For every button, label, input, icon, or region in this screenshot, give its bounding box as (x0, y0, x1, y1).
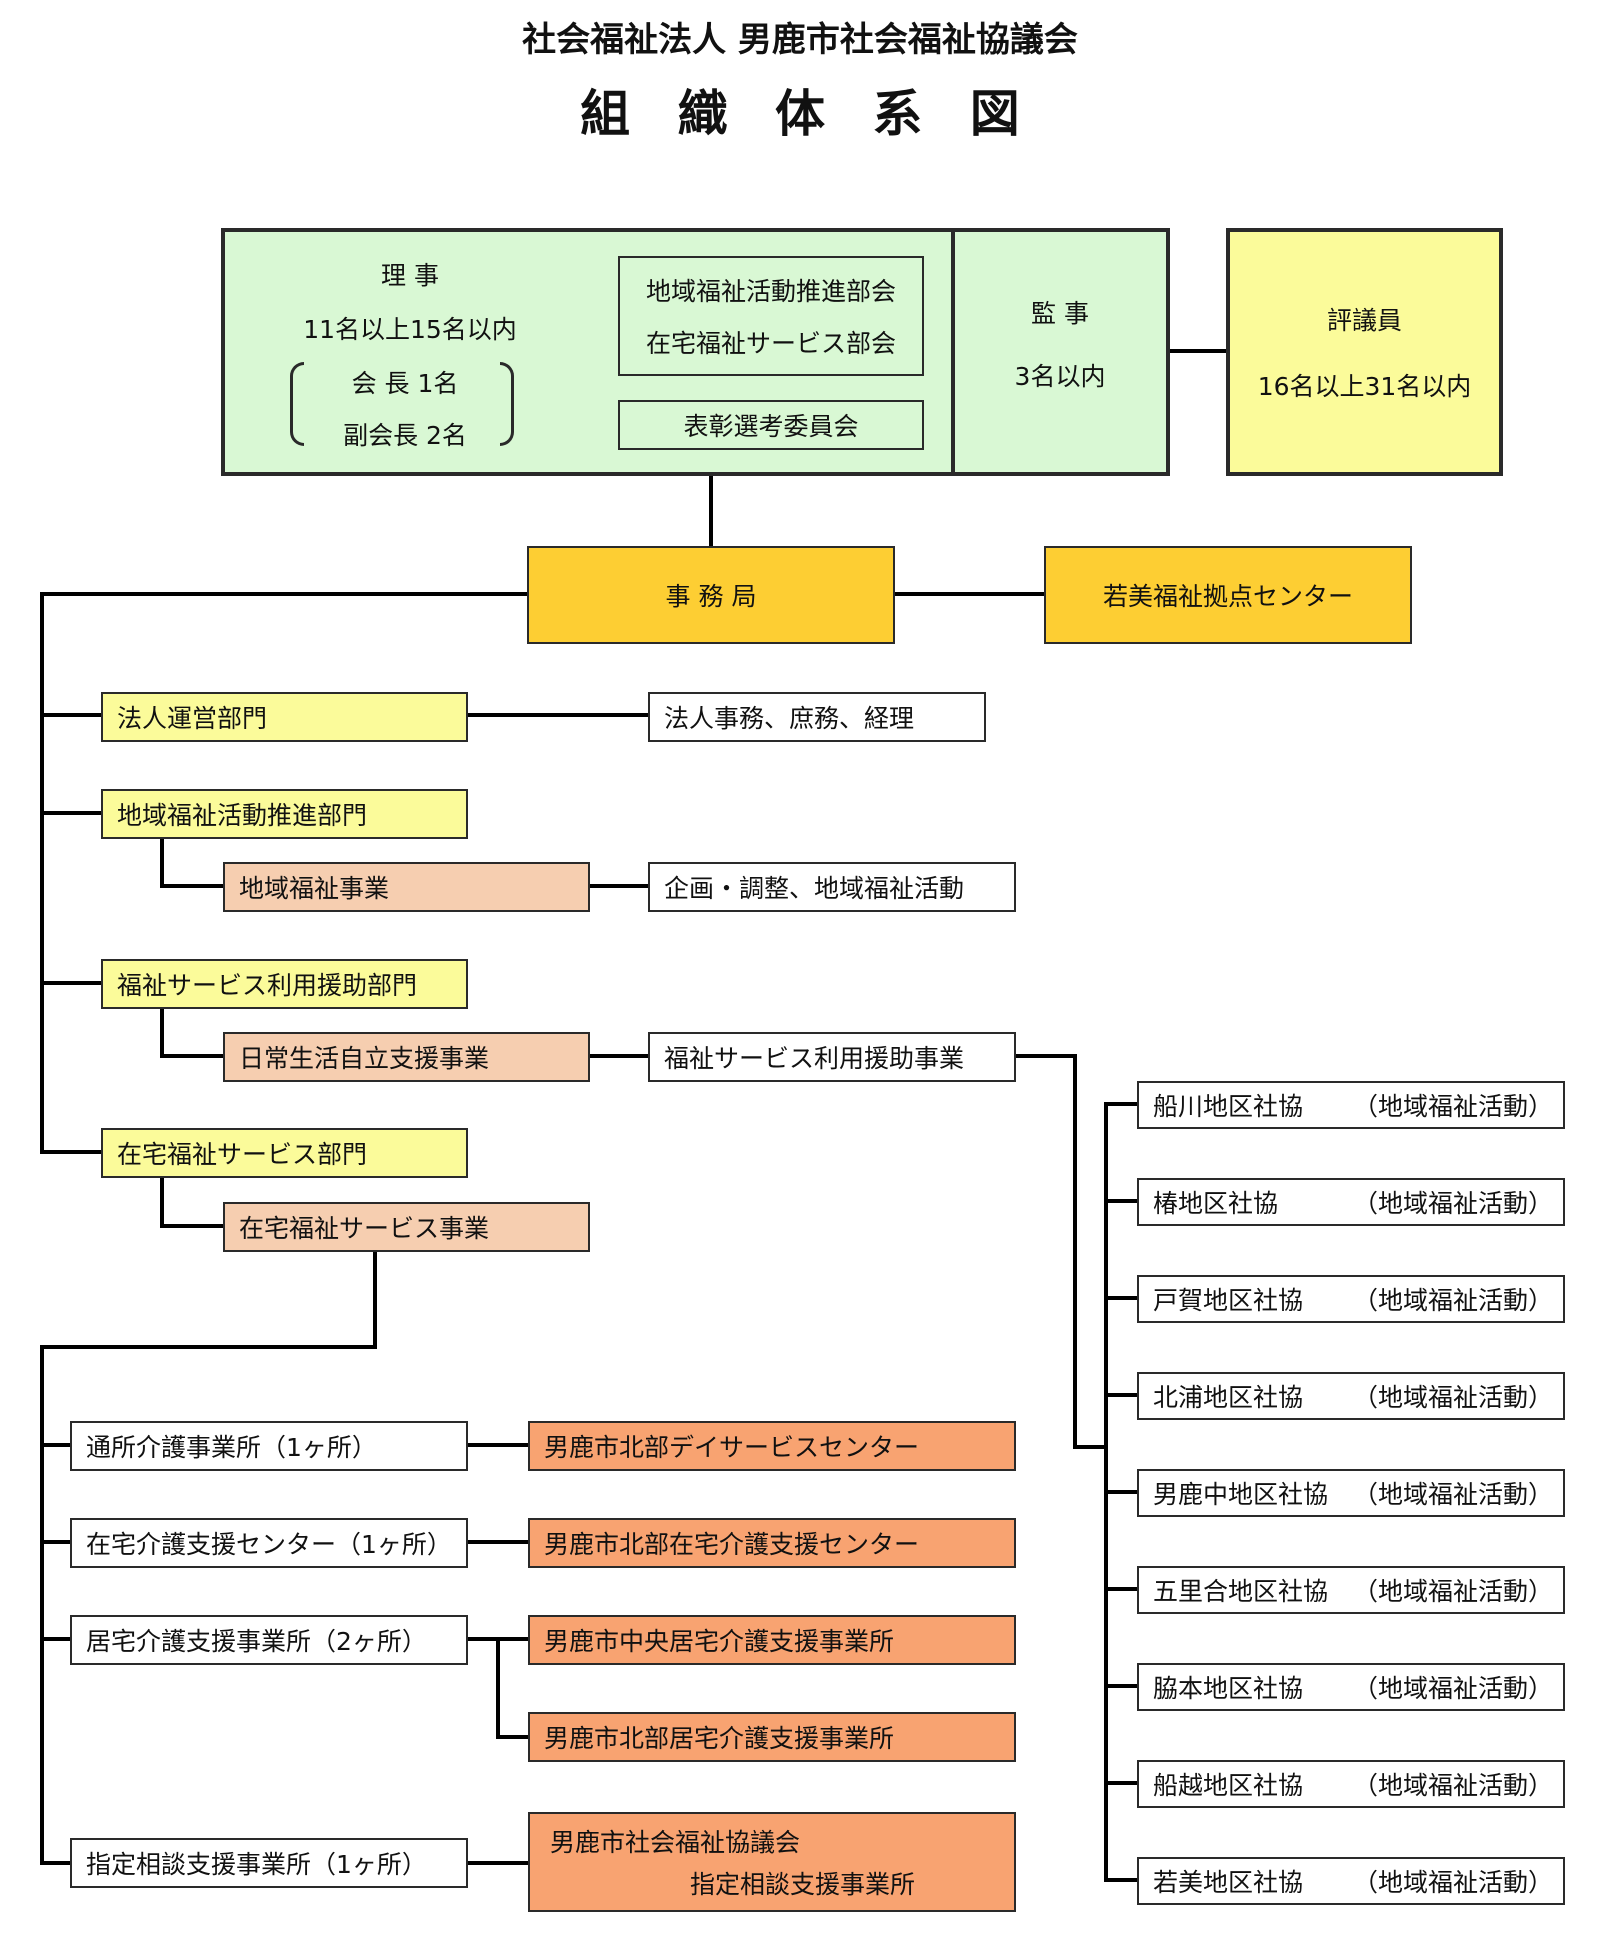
district-council-activity: （地域福祉活動） (1353, 1577, 1554, 1606)
award-committee-box: 表彰選考委員会 (618, 400, 924, 450)
district-council-name: 北浦地区社協 (1153, 1383, 1304, 1412)
district-council-activity: （地域福祉活動） (1353, 1092, 1554, 1121)
facility-north-care-plan: 男鹿市北部居宅介護支援事業所 (528, 1712, 1016, 1762)
organization-subtitle: 社会福祉法人 男鹿市社会福祉協議会 (522, 20, 1078, 60)
committee-home: 在宅福祉サービス部会 (645, 329, 896, 358)
district-council-name: 船越地区社協 (1153, 1771, 1304, 1800)
district-council-name: 若美地区社協 (1153, 1868, 1304, 1897)
district-council-activity: （地域福祉活動） (1353, 1480, 1554, 1509)
daily-life-project: 日常生活自立支援事業 (223, 1032, 590, 1082)
home-welfare-project: 在宅福祉サービス事業 (223, 1202, 590, 1252)
committees-box: 地域福祉活動推進部会 在宅福祉サービス部会 (618, 256, 924, 376)
councilors-box: 評議員 16名以上31名以内 (1226, 228, 1503, 476)
district-council-name: 脇本地区社協 (1153, 1674, 1304, 1703)
councilors-count: 16名以上31名以内 (1257, 372, 1472, 401)
facility-type-consultation: 指定相談支援事業所（1ヶ所） (70, 1838, 468, 1888)
district-council: 五里合地区社協 （地域福祉活動） (1137, 1566, 1565, 1614)
district-council-name: 五里合地区社協 (1153, 1577, 1329, 1606)
left-bracket (290, 362, 304, 446)
district-council: 船越地区社協 （地域福祉活動） (1137, 1760, 1565, 1808)
board-divider (951, 230, 955, 474)
division-corporate: 法人運営部門 (101, 692, 468, 742)
district-council: 若美地区社協 （地域福祉活動） (1137, 1857, 1565, 1905)
facility-type-care-plan: 居宅介護支援事業所（2ヶ所） (70, 1615, 468, 1665)
district-council-activity: （地域福祉活動） (1353, 1771, 1554, 1800)
committee-community: 地域福祉活動推進部会 (645, 277, 896, 306)
district-council-activity: （地域福祉活動） (1353, 1189, 1554, 1218)
wakami-center-box: 若美福祉拠点センター (1044, 546, 1412, 644)
community-tasks: 企画・調整、地域福祉活動 (648, 862, 1016, 912)
district-council-name: 椿地区社協 (1153, 1189, 1279, 1218)
district-council-name: 戸賀地区社協 (1153, 1286, 1304, 1315)
facility-type-home-care-support: 在宅介護支援センター（1ヶ所） (70, 1518, 468, 1568)
secretariat-box: 事 務 局 (527, 546, 895, 644)
facility-day-service-center: 男鹿市北部デイサービスセンター (528, 1421, 1016, 1471)
district-council: 男鹿中地区社協 （地域福祉活動） (1137, 1469, 1565, 1517)
facility-central-care-plan: 男鹿市中央居宅介護支援事業所 (528, 1615, 1016, 1665)
facility-consultation-line-2: 指定相談支援事業所 (690, 1870, 916, 1899)
district-council: 椿地区社協 （地域福祉活動） (1137, 1178, 1565, 1226)
district-council: 船川地区社協 （地域福祉活動） (1137, 1081, 1565, 1129)
right-bracket (500, 362, 514, 446)
district-council-activity: （地域福祉活動） (1353, 1286, 1554, 1315)
facility-consultation-line-1: 男鹿市社会福祉協議会 (550, 1828, 801, 1857)
corporate-tasks: 法人事務、庶務、経理 (648, 692, 986, 742)
service-support-project: 福祉サービス利用援助事業 (648, 1032, 1016, 1082)
kanji-count: 3名以内 (1014, 362, 1106, 391)
district-council-activity: （地域福祉活動） (1353, 1868, 1554, 1897)
facility-consultation-office: 男鹿市社会福祉協議会 指定相談支援事業所 (528, 1812, 1016, 1912)
facility-home-care-support-center: 男鹿市北部在宅介護支援センター (528, 1518, 1016, 1568)
facility-type-day-service: 通所介護事業所（1ヶ所） (70, 1421, 468, 1471)
community-project: 地域福祉事業 (223, 862, 590, 912)
page-title: 組 織 体 系 図 (580, 84, 1020, 143)
district-council-name: 船川地区社協 (1153, 1092, 1304, 1121)
riji-title: 理 事 (381, 261, 439, 290)
chairman: 会 長 1名 (351, 369, 459, 398)
district-council-activity: （地域福祉活動） (1353, 1383, 1554, 1412)
division-service-support: 福祉サービス利用援助部門 (101, 959, 468, 1009)
councilors-title: 評議員 (1326, 306, 1402, 335)
riji-count: 11名以上15名以内 (303, 315, 517, 344)
district-council-name: 男鹿中地区社協 (1153, 1480, 1329, 1509)
division-community: 地域福祉活動推進部門 (101, 789, 468, 839)
vice-chairman: 副会長 2名 (343, 421, 467, 450)
division-home-welfare: 在宅福祉サービス部門 (101, 1128, 468, 1178)
district-council: 脇本地区社協 （地域福祉活動） (1137, 1663, 1565, 1711)
district-council: 北浦地区社協 （地域福祉活動） (1137, 1372, 1565, 1420)
kanji-title: 監 事 (1031, 299, 1089, 328)
district-council-activity: （地域福祉活動） (1353, 1674, 1554, 1703)
district-council: 戸賀地区社協 （地域福祉活動） (1137, 1275, 1565, 1323)
